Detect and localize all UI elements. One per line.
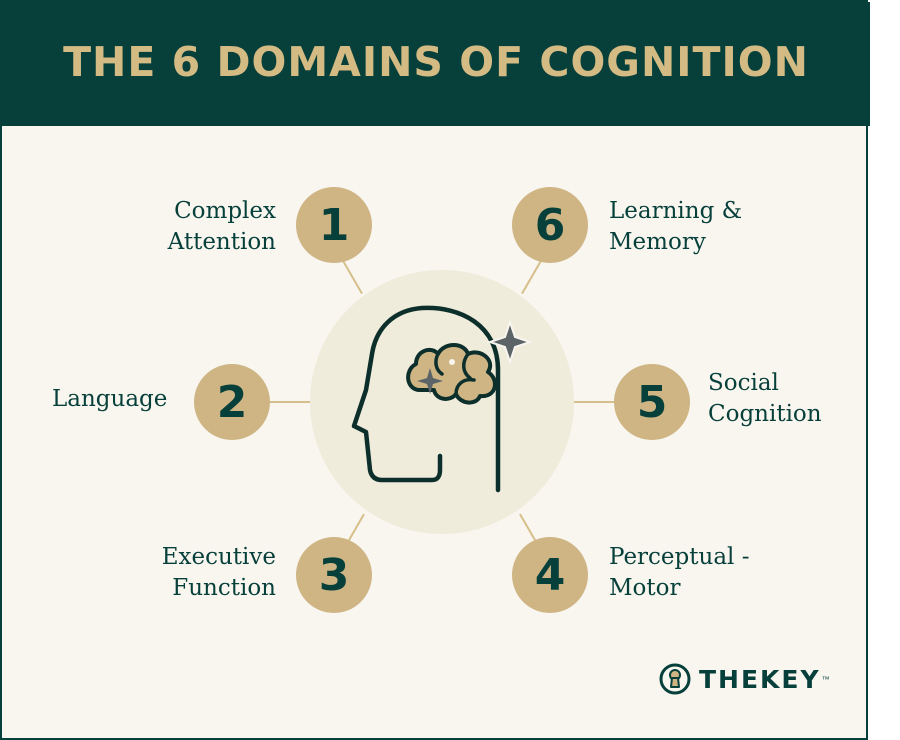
domain-1-line2: Attention xyxy=(167,229,276,255)
domain-2-badge: 2 xyxy=(194,364,270,440)
domain-4-label: Perceptual - Motor xyxy=(609,542,809,604)
page-title: THE 6 DOMAINS OF COGNITION xyxy=(63,38,809,86)
domain-5-line2: Cognition xyxy=(708,401,822,427)
domain-1-badge: 1 xyxy=(296,187,372,263)
domain-6-line1: Learning & xyxy=(609,198,743,224)
connector-2 xyxy=(270,401,312,403)
domain-5-badge: 5 xyxy=(614,364,690,440)
domain-4-badge: 4 xyxy=(512,537,588,613)
domain-6-badge: 6 xyxy=(512,187,588,263)
domain-3-line2: Function xyxy=(172,575,276,601)
domain-4-line2: Motor xyxy=(609,575,681,601)
brand-logo: THEKEY ™ xyxy=(659,663,830,695)
domain-6-line2: Memory xyxy=(609,229,706,255)
domain-4-line1: Perceptual - xyxy=(609,544,750,570)
domain-2-line1: Language xyxy=(52,386,168,412)
header-bar: THE 6 DOMAINS OF COGNITION xyxy=(2,2,870,126)
domain-3-line1: Executive xyxy=(161,544,276,570)
domain-5-line1: Social xyxy=(708,370,779,396)
domain-5-label: Social Cognition xyxy=(708,368,858,430)
domain-3-badge: 3 xyxy=(296,537,372,613)
domain-2-label: Language xyxy=(52,384,192,415)
keyhole-logo-icon xyxy=(659,663,691,695)
domain-6-label: Learning & Memory xyxy=(609,196,809,258)
domain-3-label: Executive Function xyxy=(122,542,276,604)
connector-5 xyxy=(574,401,616,403)
center-hub xyxy=(310,270,574,534)
domain-1-line1: Complex xyxy=(174,198,276,224)
infographic-frame: THE 6 DOMAINS OF COGNITION 1 Complex Att… xyxy=(0,0,870,740)
brand-name: THEKEY xyxy=(699,664,821,694)
head-brain-icon xyxy=(351,305,534,493)
trademark-mark: ™ xyxy=(821,674,830,684)
domain-1-label: Complex Attention xyxy=(122,196,276,258)
